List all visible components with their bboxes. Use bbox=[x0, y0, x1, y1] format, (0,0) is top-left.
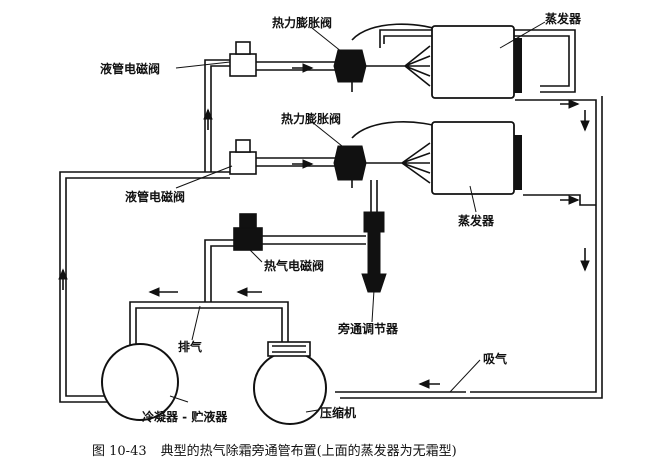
hot-gas-line bbox=[204, 239, 236, 302]
liquid-line bbox=[59, 171, 230, 403]
bypass-regulator bbox=[361, 211, 387, 293]
label-suction: 吸气 bbox=[483, 352, 508, 366]
discharge-line bbox=[129, 301, 289, 362]
liquid-solenoid-valve-mid bbox=[229, 139, 257, 175]
label-bypass-regulator: 旁通调节器 bbox=[338, 322, 399, 336]
hot-gas-solenoid-valve bbox=[233, 213, 263, 251]
label-expansion-valve-top: 热力膨胀阀 bbox=[272, 16, 333, 30]
label-discharge: 排气 bbox=[178, 340, 203, 354]
condenser-receiver bbox=[101, 343, 179, 421]
liquid-solenoid-valve-top bbox=[229, 41, 257, 77]
expansion-valve-top bbox=[333, 49, 367, 83]
label-liquid-solenoid-top: 液管电磁阀 bbox=[100, 62, 161, 76]
label-expansion-valve-mid: 热力膨胀阀 bbox=[281, 112, 342, 126]
evaporator-top bbox=[431, 25, 515, 99]
label-hot-gas-solenoid: 热气电磁阀 bbox=[264, 259, 325, 273]
compressor bbox=[253, 351, 327, 425]
liquid-riser bbox=[204, 59, 232, 172]
label-liquid-solenoid-mid: 液管电磁阀 bbox=[125, 190, 186, 204]
label-condenser-receiver: 冷凝器 - 贮液器 bbox=[142, 410, 228, 424]
evaporator-bottom bbox=[431, 121, 515, 195]
label-evaporator-top: 蒸发器 bbox=[545, 12, 582, 26]
expansion-valve-mid bbox=[333, 145, 367, 181]
label-compressor: 压缩机 bbox=[320, 406, 357, 420]
liquid-line-inner bbox=[65, 177, 230, 397]
label-evaporator-bottom: 蒸发器 bbox=[458, 214, 495, 228]
figure-caption: 图 10-43 典型的热气除霜旁通管布置(上面的蒸发器为无霜型) bbox=[92, 440, 471, 459]
figure-number: 图 10-43 bbox=[92, 444, 147, 459]
compressor-head bbox=[267, 341, 311, 357]
figure-caption-text: 典型的热气除霜旁通管布置(上面的蒸发器为无霜型) bbox=[160, 444, 457, 459]
